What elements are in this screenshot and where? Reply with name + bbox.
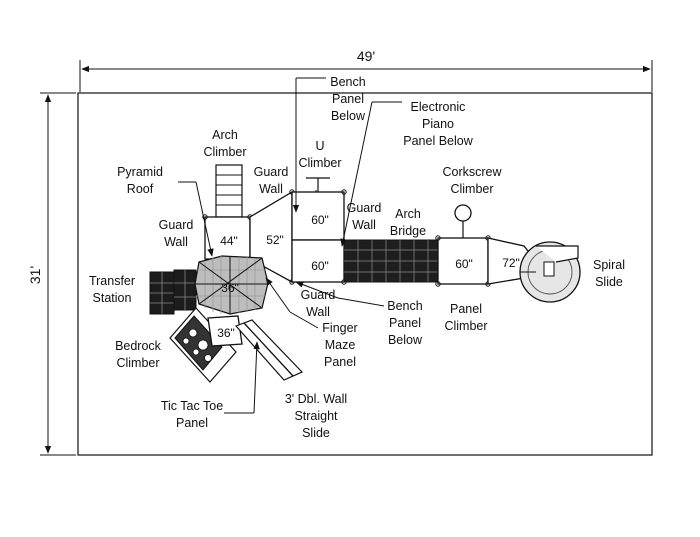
- arch-bridge: [343, 239, 439, 283]
- label-guard-wall-top: Guard Wall: [254, 165, 289, 196]
- label-bench-panel-below-top: Bench Panel Below: [330, 75, 366, 123]
- label-line: Panel Below: [403, 134, 473, 148]
- deck-36-lower: 36": [207, 315, 243, 347]
- label-line: Transfer: [89, 274, 135, 288]
- deck-36-lower-label: 36": [217, 326, 235, 340]
- label-line: Climber: [116, 356, 159, 370]
- label-transfer-station: Transfer Station: [89, 274, 135, 305]
- width-dimension: 49': [79, 48, 653, 92]
- label-panel-climber: Panel Climber: [444, 302, 487, 333]
- play-area-boundary: [77, 92, 653, 456]
- label-line: Slide: [302, 426, 330, 440]
- spiral-slide: [519, 241, 581, 303]
- label-line: Panel: [389, 316, 421, 330]
- label-line: Panel: [332, 92, 364, 106]
- label-line: Spiral: [593, 258, 625, 272]
- straight-slide: [234, 319, 304, 381]
- label-line: Bridge: [390, 224, 426, 238]
- label-line: Wall: [164, 235, 188, 249]
- label-straight-slide: 3' Dbl. Wall Straight Slide: [285, 392, 347, 440]
- label-spiral-slide: Spiral Slide: [593, 258, 625, 289]
- label-line: Station: [93, 291, 132, 305]
- deck-60-lower-label: 60": [311, 259, 329, 273]
- height-dimension: 31': [27, 92, 76, 456]
- height-label: 31': [27, 266, 43, 284]
- label-line: Piano: [422, 117, 454, 131]
- deck-52-label: 52": [266, 233, 284, 247]
- label-line: Bench: [387, 299, 422, 313]
- label-line: Climber: [444, 319, 487, 333]
- label-line: Wall: [306, 305, 330, 319]
- deck-60-lower: 60": [291, 239, 347, 285]
- pyramid-roof-deck-36: 36": [194, 255, 269, 315]
- label-line: 3' Dbl. Wall: [285, 392, 347, 406]
- label-line: Wall: [352, 218, 376, 232]
- label-line: Slide: [595, 275, 623, 289]
- label-line: Guard: [347, 201, 382, 215]
- label-bench-panel-below-bottom: Bench Panel Below: [387, 299, 423, 347]
- label-line: Straight: [294, 409, 338, 423]
- label-pyramid-roof: Pyramid Roof: [117, 165, 163, 196]
- label-line: Panel: [176, 416, 208, 430]
- label-u-climber: U Climber: [298, 139, 341, 170]
- transfer-station: [149, 269, 197, 315]
- label-line: Bedrock: [115, 339, 162, 353]
- label-line: Guard: [159, 218, 194, 232]
- leader-lines: [178, 77, 402, 414]
- deck-60-right-label: 60": [455, 257, 473, 271]
- width-label: 49': [357, 48, 375, 64]
- label-line: Climber: [203, 145, 246, 159]
- deck-44: 44": [202, 214, 253, 260]
- label-line: Wall: [259, 182, 283, 196]
- deck-60-upper-label: 60": [311, 213, 329, 227]
- label-finger-maze: Finger Maze Panel: [322, 321, 357, 369]
- label-line: Pyramid: [117, 165, 163, 179]
- label-line: Electronic: [411, 100, 466, 114]
- label-line: Climber: [450, 182, 493, 196]
- label-guard-wall-left: Guard Wall: [159, 218, 194, 249]
- corkscrew-climber: [454, 204, 472, 238]
- label-corkscrew-climber: Corkscrew Climber: [442, 165, 502, 196]
- label-line: Arch: [212, 128, 238, 142]
- label-line: Roof: [127, 182, 154, 196]
- deck-60-upper: 60": [291, 189, 347, 241]
- label-line: Guard: [254, 165, 289, 179]
- label-arch-bridge: Arch Bridge: [390, 207, 426, 238]
- deck-60-right: 60": [435, 235, 491, 287]
- label-line: Corkscrew: [442, 165, 502, 179]
- arch-climber: [215, 164, 243, 218]
- label-line: Bench: [330, 75, 365, 89]
- label-line: Panel: [324, 355, 356, 369]
- label-line: Finger: [322, 321, 357, 335]
- label-line: Arch: [395, 207, 421, 221]
- label-guard-wall-bottom: Guard Wall: [301, 288, 336, 319]
- label-electronic-piano: Electronic Piano Panel Below: [403, 100, 473, 148]
- label-line: Panel: [450, 302, 482, 316]
- label-line: Guard: [301, 288, 336, 302]
- label-line: U: [315, 139, 324, 153]
- label-guard-wall-mid: Guard Wall: [347, 201, 382, 232]
- label-line: Below: [388, 333, 423, 347]
- label-line: Below: [331, 109, 366, 123]
- label-line: Tic Tac Toe: [161, 399, 223, 413]
- label-line: Maze: [325, 338, 356, 352]
- deck-36-top-label: 36": [221, 281, 239, 295]
- label-tic-tac-toe: Tic Tac Toe Panel: [161, 399, 223, 430]
- label-bedrock-climber: Bedrock Climber: [115, 339, 162, 370]
- bedrock-climber: [169, 307, 237, 383]
- label-line: Climber: [298, 156, 341, 170]
- u-climber: [306, 177, 330, 192]
- deck-44-label: 44": [220, 234, 238, 248]
- label-arch-climber: Arch Climber: [203, 128, 246, 159]
- deck-72-label: 72": [502, 256, 520, 270]
